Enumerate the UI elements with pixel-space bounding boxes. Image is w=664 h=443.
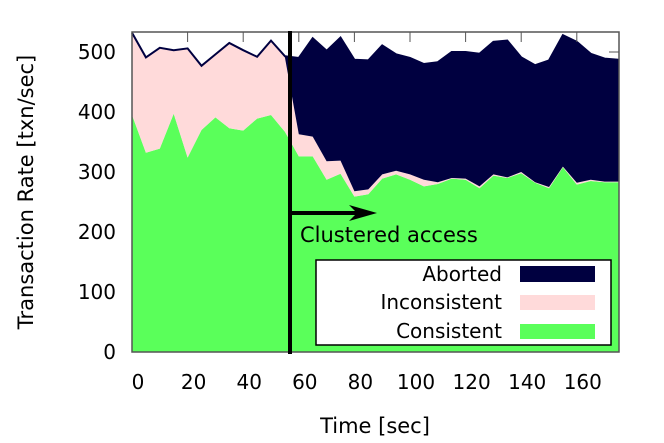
- arrow-head-icon: [349, 205, 377, 221]
- area-inconsistent: [132, 32, 619, 197]
- y-tick-label: 500: [78, 40, 116, 64]
- x-axis-title: Time [sec]: [319, 414, 430, 438]
- legend-label-aborted: Aborted: [422, 262, 502, 286]
- y-tick-labels: 0 100 200 300 400 500: [78, 40, 116, 364]
- x-tick-label: 20: [181, 370, 206, 394]
- area-aborted: [132, 32, 619, 192]
- x-tick-label: 160: [564, 370, 602, 394]
- x-tick-label: 0: [132, 370, 145, 394]
- total-outline: [131, 32, 619, 68]
- legend-label-inconsistent: Inconsistent: [380, 290, 502, 314]
- legend-swatch-aborted: [520, 266, 595, 282]
- x-tick-label: 100: [397, 370, 435, 394]
- legend-swatch-consistent: [520, 324, 595, 339]
- x-tick-label: 80: [348, 370, 373, 394]
- y-tick-label: 0: [103, 340, 116, 364]
- plot-frame: [131, 31, 620, 353]
- y-axis-title: Transaction Rate [txn/sec]: [14, 55, 38, 330]
- legend: Aborted Inconsistent Consistent: [315, 259, 612, 346]
- y-tick-label: 400: [78, 100, 116, 124]
- x-tick-label: 40: [236, 370, 261, 394]
- axis-ticks: [187, 32, 619, 53]
- x-tick-label: 140: [508, 370, 546, 394]
- legend-swatch-inconsistent: [520, 295, 595, 310]
- y-tick-label: 200: [78, 220, 116, 244]
- x-tick-labels: 0 20 40 60 80 100 120 140 160: [132, 370, 602, 394]
- y-tick-label: 300: [78, 160, 116, 184]
- x-tick-label: 60: [292, 370, 317, 394]
- annotation-text: Clustered access: [300, 223, 478, 247]
- y-tick-label: 100: [78, 280, 116, 304]
- x-tick-label: 120: [453, 370, 491, 394]
- total-line: [131, 32, 619, 68]
- legend-label-consistent: Consistent: [396, 319, 502, 343]
